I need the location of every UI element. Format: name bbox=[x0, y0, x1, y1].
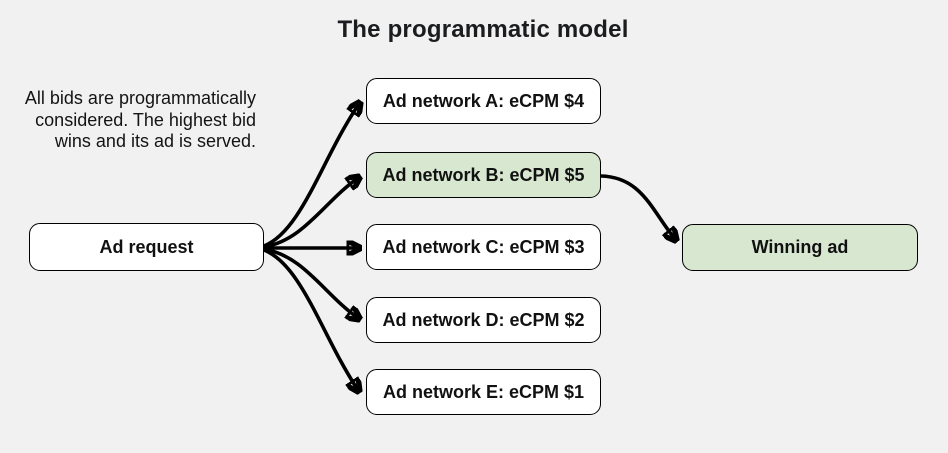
node-label: Ad network B: eCPM $5 bbox=[382, 164, 585, 185]
description-note: All bids are programmatically considered… bbox=[0, 88, 256, 153]
node-ad-network-b-highlighted: Ad network B: eCPM $5 bbox=[366, 152, 601, 198]
node-ad-network-a: Ad network A: eCPM $4 bbox=[366, 78, 601, 124]
arrow-request-to-network-b bbox=[262, 178, 358, 249]
arrow-network-b-to-winning bbox=[599, 174, 675, 239]
arrow-request-to-network-e bbox=[262, 248, 358, 390]
note-line: wins and its ad is served. bbox=[54, 131, 256, 151]
node-label: Ad network A: eCPM $4 bbox=[382, 90, 585, 111]
node-ad-network-d: Ad network D: eCPM $2 bbox=[366, 297, 601, 343]
arrow-request-to-network-a bbox=[262, 104, 359, 248]
node-ad-network-e: Ad network E: eCPM $1 bbox=[366, 369, 601, 415]
node-ad-request: Ad request bbox=[29, 223, 264, 271]
node-label: Winning ad bbox=[751, 237, 849, 257]
node-label: Ad network D: eCPM $2 bbox=[382, 309, 585, 330]
note-line: All bids are programmatically bbox=[24, 88, 256, 108]
node-label: Ad network E: eCPM $1 bbox=[382, 381, 585, 402]
arrow-request-to-network-d bbox=[262, 247, 358, 318]
note-line: considered. The highest bid bbox=[35, 109, 256, 130]
node-ad-network-c: Ad network C: eCPM $3 bbox=[366, 224, 601, 270]
node-winning-ad: Winning ad bbox=[682, 224, 918, 271]
node-label: Ad request bbox=[99, 236, 194, 257]
diagram-title: The programmatic model bbox=[337, 16, 629, 43]
node-label: Ad network C: eCPM $3 bbox=[382, 236, 585, 257]
